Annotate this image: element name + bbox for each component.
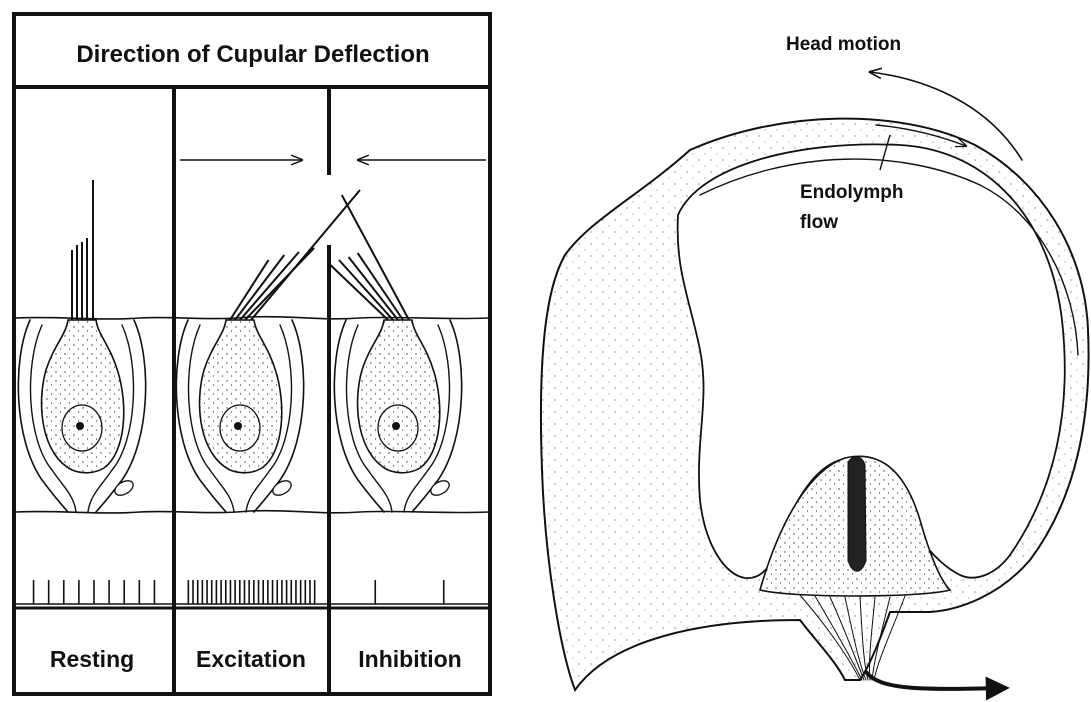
panel-title: Direction of Cupular Deflection [76, 41, 429, 68]
hair-cell [176, 190, 360, 512]
stereocilium [339, 260, 393, 320]
state-label-excitation: Excitation [196, 646, 306, 672]
vestibular-nerve-arrow [866, 672, 1005, 689]
spike-train [34, 580, 155, 604]
nucleolus [392, 422, 400, 430]
stereocilium [330, 265, 388, 320]
head-motion-label: Head motion [786, 34, 901, 55]
spike-train [375, 580, 444, 604]
spike-train [188, 580, 314, 604]
state-label-inhibition: Inhibition [358, 646, 461, 672]
kinocilium [251, 190, 360, 320]
nucleolus [234, 422, 242, 430]
cupula [848, 457, 866, 571]
stereocilium [240, 252, 299, 320]
endolymph-label-line2: flow [800, 212, 838, 233]
hair-cell-panel: Direction of Cupular Deflection Resting … [14, 14, 490, 694]
endolymph-label-line1: Endolymph [800, 182, 903, 203]
nerve-ending [270, 478, 293, 498]
stereocilium [245, 248, 314, 320]
semicircular-canal-diagram: Head motion Endolymph flow [541, 34, 1089, 690]
nerve-ending [428, 478, 451, 498]
hair-cell [18, 180, 145, 512]
hair-cell [330, 195, 461, 512]
nucleolus [76, 422, 84, 430]
basement-membrane [16, 511, 488, 513]
nerve-ending [112, 478, 135, 498]
state-label-resting: Resting [50, 646, 134, 672]
stereocilium [358, 253, 403, 320]
stereocilium [230, 260, 269, 320]
